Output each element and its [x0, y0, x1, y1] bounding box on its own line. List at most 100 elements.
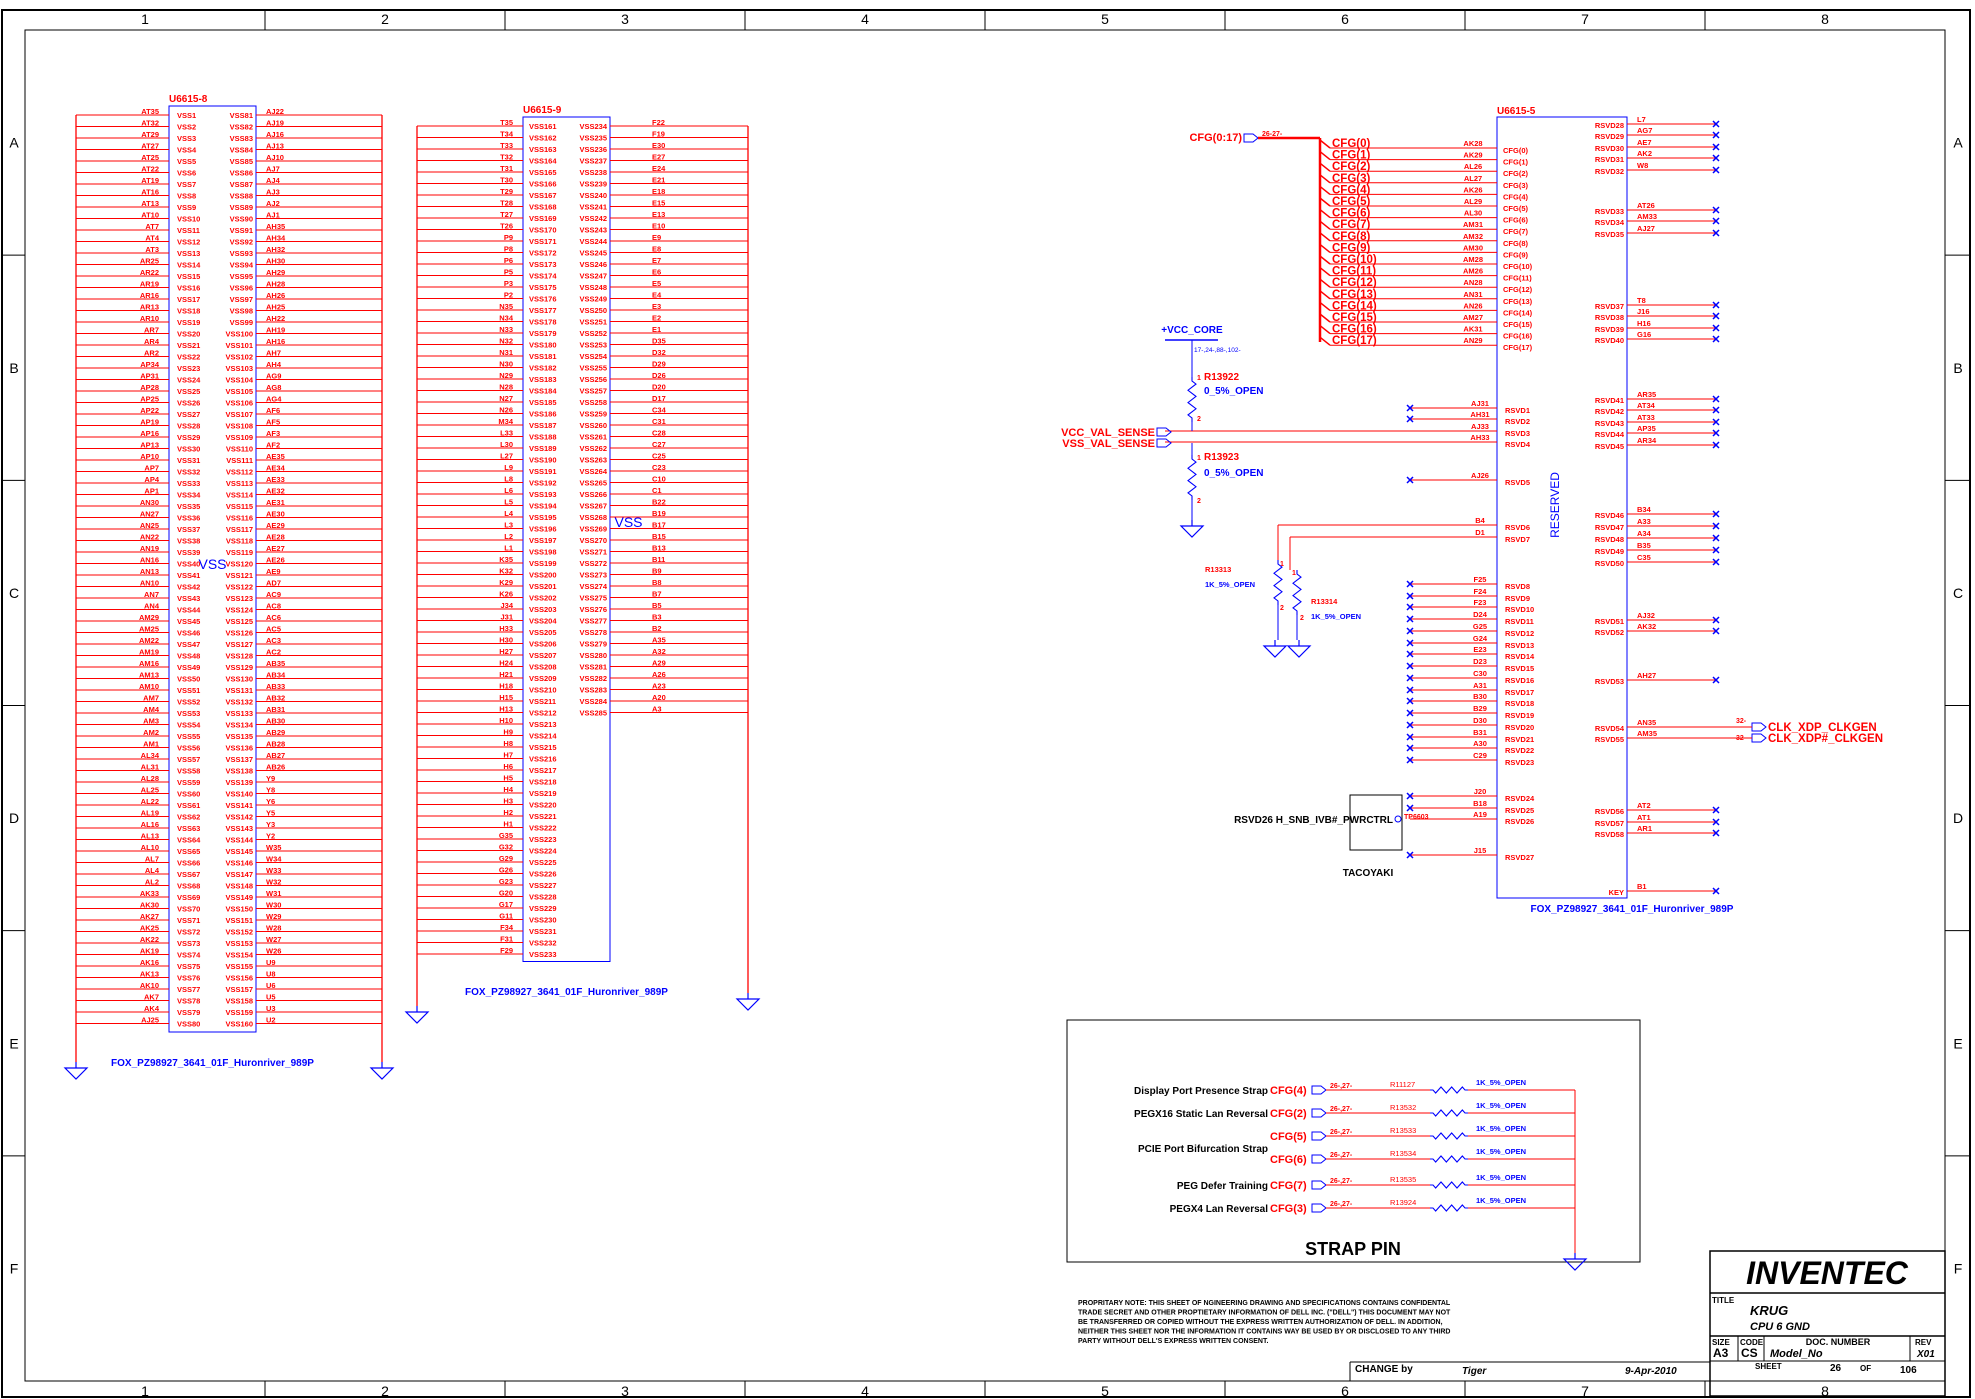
row-marker: B	[9, 360, 18, 376]
pin-name: VSS32	[177, 468, 200, 477]
pin-number: N28	[499, 383, 513, 392]
pin-name: VSS116	[226, 514, 253, 523]
pin-number: F22	[652, 118, 665, 127]
pin-number: W28	[266, 924, 281, 933]
pin-number: B19	[652, 509, 666, 518]
pin-name: VSS77	[177, 985, 200, 994]
pin-number: A35	[652, 636, 666, 645]
pin-number: E6	[652, 268, 661, 277]
pin-name: VSS144	[225, 836, 253, 845]
net-label: CFG(12)	[1332, 277, 1377, 289]
pin-name: VSS239	[579, 180, 607, 189]
pin-name: RSVD41	[1595, 396, 1624, 405]
pin-number: AT3	[145, 245, 159, 254]
pin-name: VSS255	[579, 364, 607, 373]
pin-number: AE30	[266, 510, 285, 519]
pin-number: AN7	[144, 590, 159, 599]
pin-number: E21	[652, 176, 665, 185]
pin-number: AJ27	[1637, 224, 1655, 233]
pin-name: VSS249	[579, 295, 607, 304]
pin-name: VSS75	[177, 962, 200, 971]
net-label: CFG(2)	[1332, 161, 1371, 173]
pin-number: C28	[652, 429, 666, 438]
pin-number: D20	[652, 383, 666, 392]
pin-name: VSS30	[177, 445, 200, 454]
pin-number: B7	[652, 590, 662, 599]
no-connect-icon	[1712, 301, 1720, 309]
pin-number: U8	[266, 970, 276, 979]
no-connect-icon	[1712, 229, 1720, 237]
off-page-connector-icon	[1311, 1154, 1327, 1164]
pin-number: D23	[1473, 657, 1487, 666]
pin-name: VSS129	[225, 663, 253, 672]
pin-name: VSS102	[225, 353, 253, 362]
pin-name: CFG(17)	[1503, 343, 1533, 352]
pin-number: C1	[652, 486, 662, 495]
pin-name: VSS179	[529, 329, 557, 338]
column-marker: 1	[141, 1383, 149, 1399]
pin-number: F23	[1474, 598, 1487, 607]
pin-name: VSS112	[226, 468, 253, 477]
pin-number: AP22	[140, 406, 159, 415]
proprietary-note: TRADE SECRET AND OTHER PROPTIETARY INFOR…	[1078, 1310, 1451, 1317]
pin-name: VSS235	[579, 134, 607, 143]
pin-number: AR22	[140, 268, 159, 277]
net-label: VCC_VAL_SENSE	[1061, 427, 1155, 439]
net-label: CFG(9)	[1332, 242, 1371, 254]
pin-number: AK16	[140, 958, 159, 967]
pin-name: VSS279	[579, 640, 607, 649]
bus-entry	[1319, 325, 1331, 335]
pin-name: CFG(1)	[1503, 158, 1529, 167]
pin-name: RSVD3	[1505, 429, 1530, 438]
pin-number: AT32	[141, 119, 159, 128]
pin-number: AK32	[1637, 622, 1656, 631]
pin-name: VSS126	[225, 629, 253, 638]
pin-number: AK2	[1637, 149, 1652, 158]
pin-name: VSS51	[177, 686, 200, 695]
pin-name: VSS263	[579, 456, 607, 465]
pin-number: 1	[1197, 455, 1201, 462]
pin-number: AK30	[140, 901, 159, 910]
change-label: CHANGE by	[1355, 1364, 1413, 1375]
pin-name: VSS31	[177, 456, 200, 465]
pin-number: Y5	[266, 809, 275, 818]
pin-name: KEY	[1609, 888, 1624, 897]
pin-name: VSS134	[225, 721, 253, 730]
no-connect-icon	[1712, 395, 1720, 403]
pin-name: VSS190	[529, 456, 557, 465]
pin-name: VSS195	[529, 513, 557, 522]
row-marker: E	[1953, 1035, 1962, 1051]
pin-number: AJ16	[266, 130, 284, 139]
no-connect-icon	[1406, 733, 1414, 741]
off-page-connector-icon	[1311, 1131, 1327, 1141]
pin-number: AP28	[140, 383, 159, 392]
pin-name: VSS191	[529, 467, 557, 476]
ref-designator: R13534	[1390, 1149, 1416, 1158]
pin-number: AN25	[140, 521, 159, 530]
pin-name: RSVD45	[1595, 442, 1624, 451]
pin-number: J34	[500, 601, 513, 610]
pin-name: CFG(4)	[1503, 192, 1529, 201]
pin-name: VSS266	[579, 490, 607, 499]
bus-entry	[1319, 197, 1331, 207]
pin-name: CFG(8)	[1503, 239, 1529, 248]
pin-number: A34	[1637, 529, 1652, 538]
component-value: 1K_5%_OPEN	[1476, 1101, 1526, 1110]
pin-name: VSS11	[177, 226, 200, 235]
pin-number: AE29	[266, 521, 285, 530]
pin-number: Y8	[266, 786, 275, 795]
pin-number: AK19	[140, 947, 159, 956]
pin-name: VSS140	[225, 790, 253, 799]
pin-name: VSS271	[579, 548, 607, 557]
pin-number: H27	[499, 647, 513, 656]
pin-number: AE9	[266, 567, 281, 576]
pin-name: CFG(16)	[1503, 332, 1533, 341]
no-connect-icon	[1712, 312, 1720, 320]
pin-number: A30	[1473, 739, 1487, 748]
pin-number: AB28	[266, 740, 285, 749]
pin-number: AM3	[143, 717, 159, 726]
pin-name: VSS217	[529, 766, 557, 775]
pin-name: VSS157	[225, 985, 253, 994]
of-label: OF	[1860, 1364, 1871, 1373]
pin-name: VSS137	[225, 755, 253, 764]
